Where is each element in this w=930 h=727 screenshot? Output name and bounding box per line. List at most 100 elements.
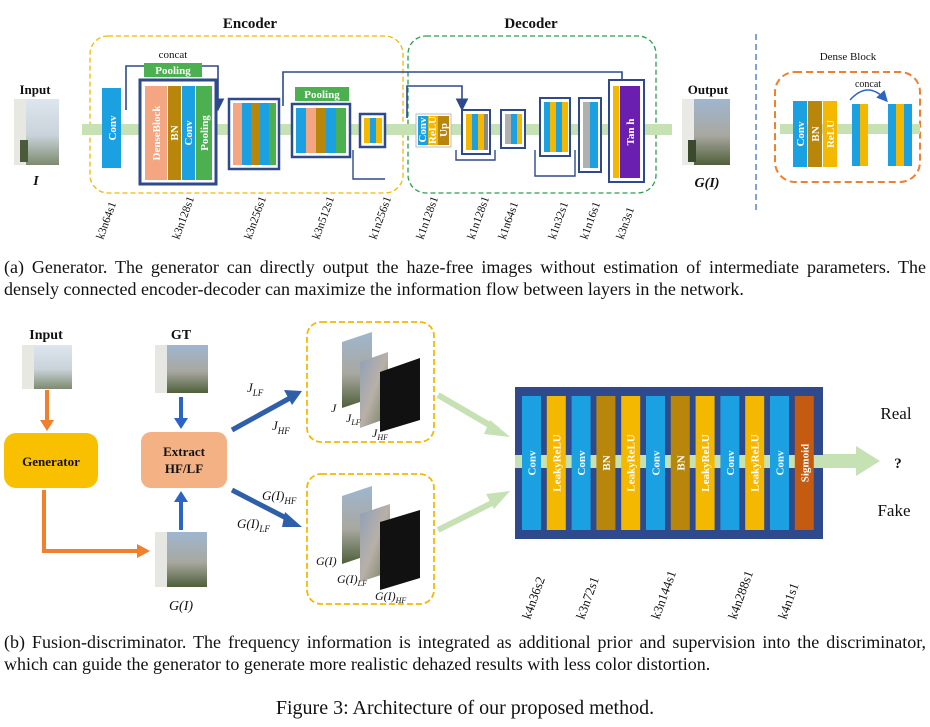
dec5-tanh [620, 86, 640, 178]
dec1-bar-3 [478, 114, 484, 150]
dec2-bar-3 [517, 114, 522, 144]
dec1-bar-1 [466, 114, 472, 150]
stack-top-jlf: JLF [346, 411, 361, 427]
pooling-box-1 [144, 63, 202, 77]
disc-layer-leakyrelu [621, 396, 641, 530]
gen-spec-3: k3n512s1 [311, 195, 338, 241]
gen-spec-8: k1n32s1 [547, 200, 572, 241]
label-gi-lf: G(I)LF [237, 516, 270, 534]
db-out-1b [860, 104, 868, 166]
extract-box [141, 432, 227, 488]
block3-bar-1 [296, 108, 306, 153]
disc-layer-label-conv: Conv [527, 450, 539, 476]
gen-spec-5: k1n128s1 [415, 195, 442, 241]
gen-spec-labels: k3n64s1 k3n128s1 k3n256s1 k3n512s1 k1n25… [95, 195, 638, 241]
disc-layer-label-conv: Conv [775, 450, 787, 476]
gen-output-symbol: G(I) [695, 176, 720, 191]
disc-spec-0: k4n36s2 [519, 574, 548, 621]
disc-spec-2: k3n144s1 [648, 568, 679, 621]
label-gi-hf: G(I)HF [262, 488, 297, 506]
real-label: Real [880, 404, 911, 423]
disc-layer-label-conv: Conv [725, 450, 737, 476]
block3-bar-5 [336, 108, 346, 153]
disc-layer-conv [571, 396, 591, 530]
dec3-bar-3 [556, 102, 562, 152]
dec5-bar-1 [613, 86, 619, 178]
dec-skip-2 [534, 150, 576, 177]
fake-label: Fake [877, 501, 910, 520]
disc-spec-4: k4n1s1 [775, 581, 802, 621]
gi-image [155, 532, 207, 587]
gen-spec-6: k1n128s1 [466, 195, 493, 241]
block4-bar-2 [370, 118, 376, 143]
extract-line1: Extract [163, 444, 206, 459]
disc-layer-leakyrelu [695, 396, 715, 530]
decoder-title: Decoder [504, 16, 558, 32]
db-bn-label: BN [810, 126, 822, 141]
disc-layer-conv [720, 396, 740, 530]
stack-bottom-gihf: G(I)HF [375, 589, 406, 605]
denseblock [145, 86, 167, 180]
arrow-input-generator-head [40, 420, 54, 431]
disc-layer-leakyrelu [745, 396, 765, 530]
db-out-2c [904, 104, 912, 166]
flow-bottom-to-disc-head [486, 491, 510, 509]
disc-layer-label-leakyrelu: LeakyReLU [750, 434, 762, 492]
dec4-bar-1 [583, 102, 590, 168]
disc-layer-label-bn: BN [601, 455, 613, 470]
label-j-hf: JHF [272, 418, 290, 436]
gen-spec-2: k3n256s1 [243, 195, 270, 241]
encoder-region [89, 35, 404, 194]
dec4-bar-2 [590, 102, 598, 168]
disc-layer-conv [646, 396, 665, 530]
db-bn [808, 101, 822, 167]
dense-pooling-label: Pooling [199, 115, 211, 151]
arrow-generator-gi-head [137, 544, 150, 558]
disc-layer-bn [670, 396, 690, 530]
disc-layer-label-sigmoid: Sigmoid [799, 444, 811, 483]
disc-layer-label-leakyrelu: LeakyReLU [626, 434, 638, 492]
block3-bar-4 [326, 108, 336, 153]
arrow-to-bottom-stack [230, 487, 292, 523]
gen-input-symbol: I [32, 174, 39, 189]
disc-layer-label-leakyrelu: LeakyReLU [551, 434, 563, 492]
concat-label-1: concat [159, 49, 188, 61]
gen-spec-4: k1n256s1 [368, 195, 395, 241]
block2-bar-1 [233, 103, 242, 165]
db-out-2b [896, 104, 904, 166]
arrow-generator-gi [42, 490, 140, 553]
gen-spec-7: k1n64s1 [497, 200, 522, 241]
dec3-bar-2 [550, 102, 556, 152]
gen-output-image [682, 99, 730, 165]
disc-spec-3: k4n288s1 [725, 568, 756, 621]
flow-top-to-disc-head [484, 420, 510, 437]
block2-bar-4 [260, 103, 269, 165]
disc-out-arrow-head [856, 446, 880, 476]
disc-spec-labels: k4n36s2 k3n72s1 k3n144s1 k4n288s1 k4n1s1 [519, 568, 802, 621]
arrow-to-top-stack [230, 395, 292, 433]
dense-conv [182, 86, 195, 180]
decoder-region [407, 35, 657, 194]
dec-up [438, 116, 449, 145]
gen-input-label: Input [19, 82, 51, 97]
label-j-lf: JLF [247, 380, 264, 398]
block2-bar-2 [242, 103, 251, 165]
gen-spec-1: k3n128s1 [171, 195, 198, 241]
arrow-to-top-stack-head [284, 390, 302, 405]
dec-relu-label: ReLU [427, 116, 439, 144]
dec-skip-1 [455, 150, 496, 161]
pooling-label-1: Pooling [155, 65, 191, 77]
skip-line-mid [406, 85, 469, 118]
db-relu-label: ReLU [825, 120, 837, 148]
gi-label: G(I) [169, 599, 193, 614]
disc-layer-leakyrelu [546, 396, 566, 530]
disc-layer-bn [596, 396, 616, 530]
stack-bottom-gi: G(I) [316, 554, 337, 568]
disc-input-label: Input [29, 328, 63, 343]
arrow-gi-extract-head [174, 491, 188, 502]
flow-bottom-to-disc [436, 497, 500, 533]
dec-conv [418, 116, 428, 145]
disc-layer-label-conv: Conv [651, 450, 663, 476]
block2-bar-5 [269, 103, 276, 165]
